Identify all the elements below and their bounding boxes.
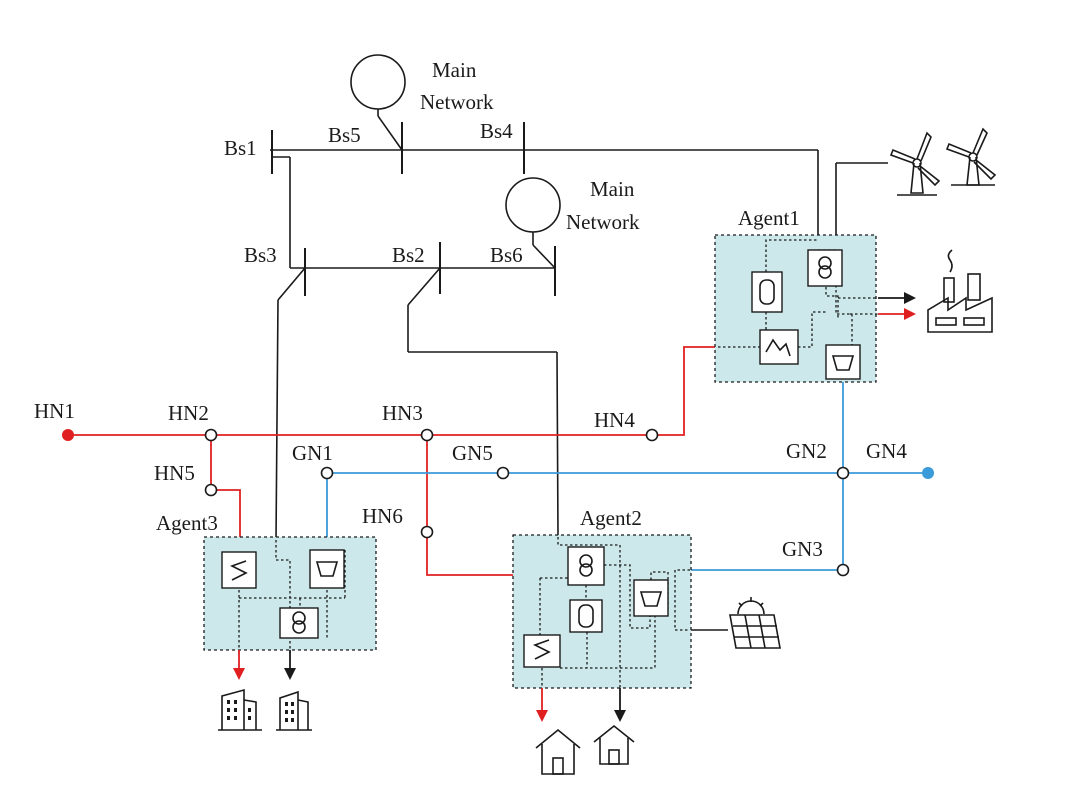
gas-label-gn2: GN2 [786, 439, 827, 463]
main-network-mid: Main Network [505, 177, 640, 269]
heat-source-node-hn1 [62, 429, 74, 441]
bus-label-bs5: Bs5 [328, 123, 361, 147]
gas-boiler-agent3 [309, 549, 345, 589]
house-icon [535, 724, 635, 775]
wind-turbine-icon [889, 127, 997, 196]
heat-node-hn3 [420, 428, 434, 442]
main-network-top-label-line1: Main [432, 58, 477, 82]
bus-label-bs1: Bs1 [224, 136, 257, 160]
gas-boiler-agent2 [633, 579, 669, 617]
gas-label-gn1: GN1 [292, 441, 333, 465]
gas-label-gn5: GN5 [452, 441, 493, 465]
chp-unit-agent3 [279, 607, 319, 639]
chp-unit-agent1 [807, 249, 843, 287]
agent3-label: Agent3 [156, 511, 218, 535]
bus-label-bs6: Bs6 [490, 243, 523, 267]
agent2-box: Agent2 [512, 506, 692, 690]
heat-node-hn5 [204, 483, 218, 497]
output-arrows [233, 292, 916, 722]
gas-node-gn1 [320, 466, 334, 480]
heat-node-hn4 [645, 428, 659, 442]
chp-unit-agent2 [567, 546, 605, 586]
gas-source-node-gn4 [922, 467, 934, 479]
heat-label-hn5: HN5 [154, 461, 195, 485]
gas-boiler-agent1 [825, 344, 861, 380]
heat-label-hn4: HN4 [594, 408, 635, 432]
heat-label-hn2: HN2 [168, 401, 209, 425]
factory-icon [927, 249, 993, 333]
main-network-top: Main Network [350, 54, 494, 151]
agent2-label: Agent2 [580, 506, 642, 530]
gas-node-gn2 [836, 466, 850, 480]
main-network-mid-label-line2: Network [566, 210, 640, 234]
heat-pump-agent3 [221, 551, 257, 589]
gas-label-gn4: GN4 [866, 439, 907, 463]
heat-pump-agent2 [523, 634, 561, 668]
electric-network: Bs1 Bs5 Bs4 Bs3 Bs2 Bs6 [224, 119, 888, 631]
heat-label-hn3: HN3 [382, 401, 423, 425]
heat-network: HN1 HN2 HN3 HN4 HN5 HN6 [34, 346, 718, 576]
gas-node-gn3 [836, 563, 850, 577]
heat-pump-agent1 [759, 329, 799, 365]
agent1-box: Agent1 [714, 206, 878, 383]
heat-label-hn6: HN6 [362, 504, 403, 528]
bus-label-bs2: Bs2 [392, 243, 425, 267]
gas-network: GN1 GN2 GN3 GN4 GN5 [292, 380, 934, 577]
agent3-box: Agent3 [156, 511, 377, 655]
solar-panel-icon [729, 597, 781, 649]
main-network-top-label-line2: Network [420, 90, 494, 114]
gas-node-gn5 [496, 466, 510, 480]
bus-label-bs3: Bs3 [244, 243, 277, 267]
main-network-mid-label-line1: Main [590, 177, 635, 201]
storage-tank-agent1 [751, 271, 783, 313]
heat-label-hn1: HN1 [34, 399, 75, 423]
gas-label-gn3: GN3 [782, 537, 823, 561]
heat-node-hn6 [420, 525, 434, 539]
bus-label-bs4: Bs4 [480, 119, 513, 143]
building-icon [218, 688, 312, 731]
heat-node-hn2 [204, 428, 218, 442]
agent1-label: Agent1 [738, 206, 800, 230]
